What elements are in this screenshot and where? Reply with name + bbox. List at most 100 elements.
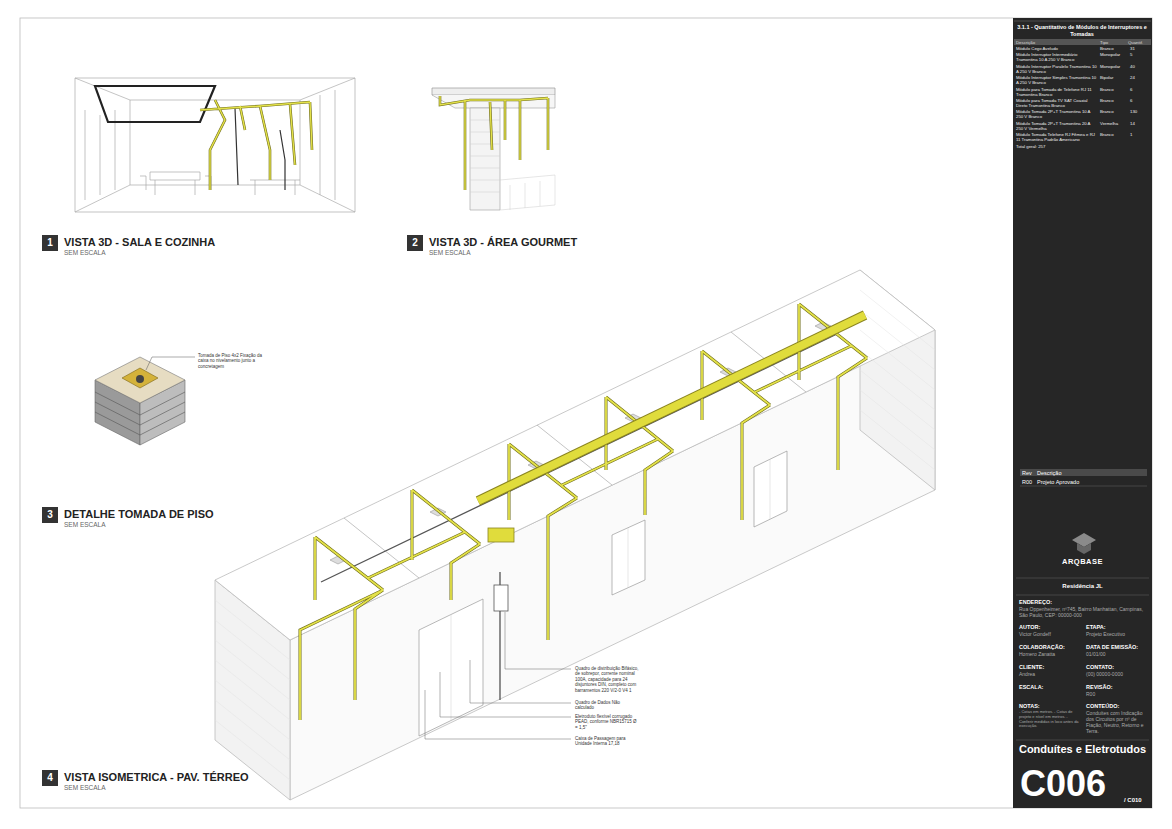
text-label: 3.1.1 - Quantitativo de Módulos de Inter… — [1016, 24, 1148, 37]
view-number: 3 — [42, 507, 58, 523]
view-number-box: 2 — [407, 235, 423, 251]
text-label: ETAPA: — [1086, 624, 1106, 631]
text-label: DETALHE TOMADA DE PISO — [64, 508, 214, 521]
text-label: Módulo para Tomada TV SAT Coaxial Direto… — [1016, 99, 1098, 109]
text-label: Monopolar — [1100, 53, 1126, 58]
text-label: Tomada de Piso 4x2 Fixação da caixa no n… — [198, 353, 270, 369]
view-number-box: 4 — [42, 770, 58, 786]
text-label: SEM ESCALA — [429, 249, 471, 257]
text-label: Quadro de distribuição Bifásico, de sobr… — [575, 666, 643, 693]
text-label: VISTA 3D - ÁREA GOURMET — [429, 236, 577, 249]
text-label: Tipo — [1100, 40, 1108, 45]
text-label: Monopolar — [1100, 65, 1126, 70]
text-label: VISTA ISOMETRICA - PAV. TÉRREO — [64, 771, 249, 784]
ceiling-lamps — [330, 322, 831, 564]
text-label: REVISÃO: — [1086, 684, 1113, 691]
text-label: Branco — [1100, 133, 1126, 138]
conduit — [300, 304, 867, 720]
text-label: C006 — [1020, 766, 1106, 802]
title-rule — [1016, 578, 1149, 579]
text-label: Vermelha — [1100, 122, 1126, 127]
socket-hole — [136, 375, 144, 383]
conduit-trunk-outline — [478, 315, 865, 501]
text-label: / C010 — [1124, 797, 1142, 804]
text-label: Módulo Interruptor Paralelo Tramontina 1… — [1016, 65, 1098, 75]
slab-top — [95, 357, 185, 403]
window-mullions — [451, 459, 770, 720]
text-label: SEM ESCALA — [64, 521, 106, 529]
text-label: Descrição — [1037, 470, 1061, 477]
text-label: COLABORAÇÃO: — [1019, 644, 1065, 651]
conduit — [200, 100, 312, 190]
text-label: Eletroduto flexível corrugado PEAD, conf… — [575, 714, 637, 730]
view-number: 2 — [407, 235, 423, 251]
text-label: 40 — [1130, 65, 1148, 70]
text-label: 01/01/00 — [1086, 651, 1148, 657]
revision-rule — [1020, 486, 1147, 487]
floor-socket — [122, 368, 158, 388]
conduit-outline — [440, 96, 548, 190]
text-label: Descrição — [1016, 40, 1035, 45]
text-label: CONTEÚDO: — [1086, 703, 1119, 710]
text-label: 14 — [1130, 122, 1148, 127]
furniture — [140, 172, 300, 195]
conduit-trunk — [478, 315, 865, 501]
brick-pillar — [470, 108, 500, 210]
logo-hat — [1077, 543, 1091, 554]
text-label: 24 — [1130, 76, 1148, 81]
text-label: ARQBASE — [1013, 557, 1152, 566]
text-label: ESCALA: — [1019, 684, 1043, 691]
text-label: Victor Gondeff — [1019, 631, 1081, 637]
logo-hat — [1072, 533, 1096, 547]
conduit-outline — [200, 100, 312, 190]
table-rule — [1014, 21, 1151, 22]
text-label: Homero Zanatta — [1019, 651, 1081, 657]
text-label: NOTAS: — [1019, 703, 1040, 710]
view-number-box: 1 — [42, 235, 58, 251]
text-label: 1 — [1130, 133, 1148, 138]
text-label: CLIENTE: — [1019, 664, 1044, 671]
text-label: ENDEREÇO: — [1019, 599, 1052, 606]
text-label: Módulo Interruptor Simples Tramontina 10… — [1016, 76, 1098, 86]
table-header-band — [1014, 39, 1151, 45]
brick-lines — [470, 120, 555, 210]
junction-box — [488, 528, 514, 542]
text-label: Andrea — [1019, 671, 1081, 677]
leader-line — [425, 612, 571, 739]
text-label: Projeto Aprovado — [1037, 479, 1079, 486]
text-label: Conduítes com Indicação dos Circuitos po… — [1086, 710, 1148, 734]
text-label: 31 — [1130, 47, 1148, 52]
conduit-outline — [300, 304, 867, 720]
room-perspective — [75, 78, 355, 212]
text-label: Quantif. — [1128, 40, 1143, 45]
text-label: Branco — [1100, 110, 1126, 115]
text-label: Branco — [1100, 99, 1126, 104]
text-label: Projeto Executivo — [1086, 631, 1148, 637]
text-label: Residência JL — [1013, 583, 1152, 590]
distribution-board — [494, 585, 508, 611]
text-label: VISTA 3D - SALA E COZINHA — [64, 236, 215, 249]
revision-header-band — [1020, 469, 1147, 476]
leader-line — [146, 357, 195, 370]
text-label: Módulo Tomada 2P+T Tramontina 10 A 250 V… — [1016, 110, 1098, 120]
slab — [432, 88, 555, 95]
text-label: Conduítes e Eletrotudos — [1013, 743, 1152, 756]
text-label: AUTOR: — [1019, 624, 1040, 631]
text-label: Bipolar — [1100, 76, 1126, 81]
text-label: SEM ESCALA — [64, 784, 106, 792]
title-rule — [1016, 595, 1149, 596]
slab-underside — [432, 95, 555, 108]
brick-hatch — [215, 290, 935, 780]
text-label: DATA DE EMISSÃO: — [1086, 644, 1138, 651]
view-number: 1 — [42, 235, 58, 251]
room-lines — [75, 78, 355, 212]
text-label: R00 — [1022, 479, 1032, 486]
text-label: Rev — [1022, 470, 1032, 477]
text-label: 6 — [1130, 99, 1148, 104]
sheet-frame — [20, 18, 1152, 808]
text-label: Branco — [1100, 47, 1126, 52]
text-label: Módulo Interruptor Intermediário Tramont… — [1016, 53, 1098, 63]
view-number: 4 — [42, 770, 58, 786]
windows — [419, 451, 787, 736]
